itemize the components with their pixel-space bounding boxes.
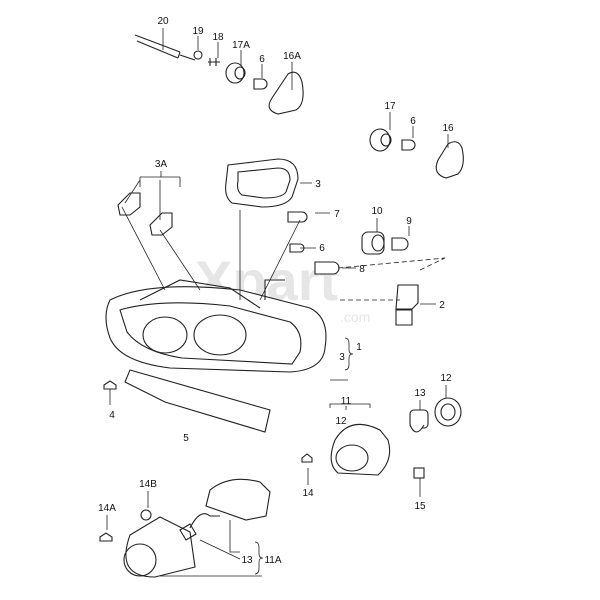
gasket-3 [225, 158, 299, 208]
label-14A: 14A [98, 503, 116, 514]
dashed-leader-lines [337, 257, 446, 301]
label-14: 14 [302, 488, 314, 499]
bulb-6-mid [289, 243, 305, 253]
bulb-holder-10 [361, 231, 385, 255]
screw-14 [301, 453, 313, 463]
label-12: 12 [335, 416, 347, 427]
label-18: 18 [212, 32, 224, 43]
fog-light-11 [330, 423, 391, 476]
brace-1 [344, 337, 354, 371]
label-2: 2 [439, 300, 445, 311]
callout-labels: 20 19 18 17A 6 16A 17 6 16 3A 3 7 6 10 9… [98, 16, 454, 566]
label-11A: 11A [264, 555, 281, 566]
label-9: 9 [406, 216, 412, 227]
bracket-leader-lines [121, 206, 301, 301]
brace-11A [254, 541, 264, 575]
screw-14A [99, 532, 113, 542]
bracket-3A-right [149, 212, 173, 236]
label-11: 11 [341, 396, 352, 407]
callout-leader-lines [106, 28, 449, 577]
bulb-13-right [409, 409, 429, 433]
grommet-19 [193, 50, 203, 60]
cap-12 [434, 397, 462, 427]
nut-14B [140, 509, 152, 521]
bulb-13-left [179, 513, 220, 541]
label-13: 13 [414, 388, 426, 399]
watermark-sub: .com [340, 309, 370, 325]
label-12: 12 [440, 373, 452, 384]
side-marker-16A [268, 71, 304, 115]
label-4: 4 [109, 410, 115, 421]
fog-light-11A [123, 516, 196, 578]
bulb-9 [391, 237, 409, 251]
label-3A: 3A [155, 159, 168, 170]
fog-light-frame [205, 478, 271, 521]
label-13: 13 [241, 555, 253, 566]
side-marker-16 [435, 141, 464, 179]
clip-18 [208, 58, 220, 66]
bulb-7 [287, 211, 308, 223]
label-5: 5 [183, 433, 189, 444]
label-15: 15 [414, 501, 426, 512]
label-8: 8 [359, 264, 365, 275]
bulb-6-right [401, 139, 416, 151]
label-17A: 17A [232, 40, 250, 51]
wire-harness-20 [134, 34, 196, 61]
adjuster-motor-2 [395, 284, 419, 326]
label-16A: 16A [283, 51, 301, 62]
label-3: 3 [315, 179, 321, 190]
label-7: 7 [334, 209, 340, 220]
label-19: 19 [192, 26, 204, 37]
headlight-1 [105, 279, 327, 373]
bracket-3A-leaders [124, 179, 161, 220]
screw-4 [103, 380, 117, 390]
gasket-3-inner [236, 167, 291, 199]
trim-panel-5 [124, 369, 271, 433]
clip-15 [413, 467, 425, 479]
label-14B: 14B [139, 479, 157, 490]
bulb-6-top [253, 78, 268, 90]
bulb-8 [314, 261, 340, 275]
label-10: 10 [371, 206, 383, 217]
label-20: 20 [157, 16, 169, 27]
label-6: 6 [259, 54, 265, 65]
label-17: 17 [384, 101, 396, 112]
bulb-holder-17 [369, 128, 392, 152]
label-3: 3 [339, 352, 345, 363]
bulb-holder-17A [225, 62, 246, 84]
label-6: 6 [319, 243, 325, 254]
label-16: 16 [442, 123, 454, 134]
label-1: 1 [356, 342, 362, 353]
label-6: 6 [410, 116, 416, 127]
